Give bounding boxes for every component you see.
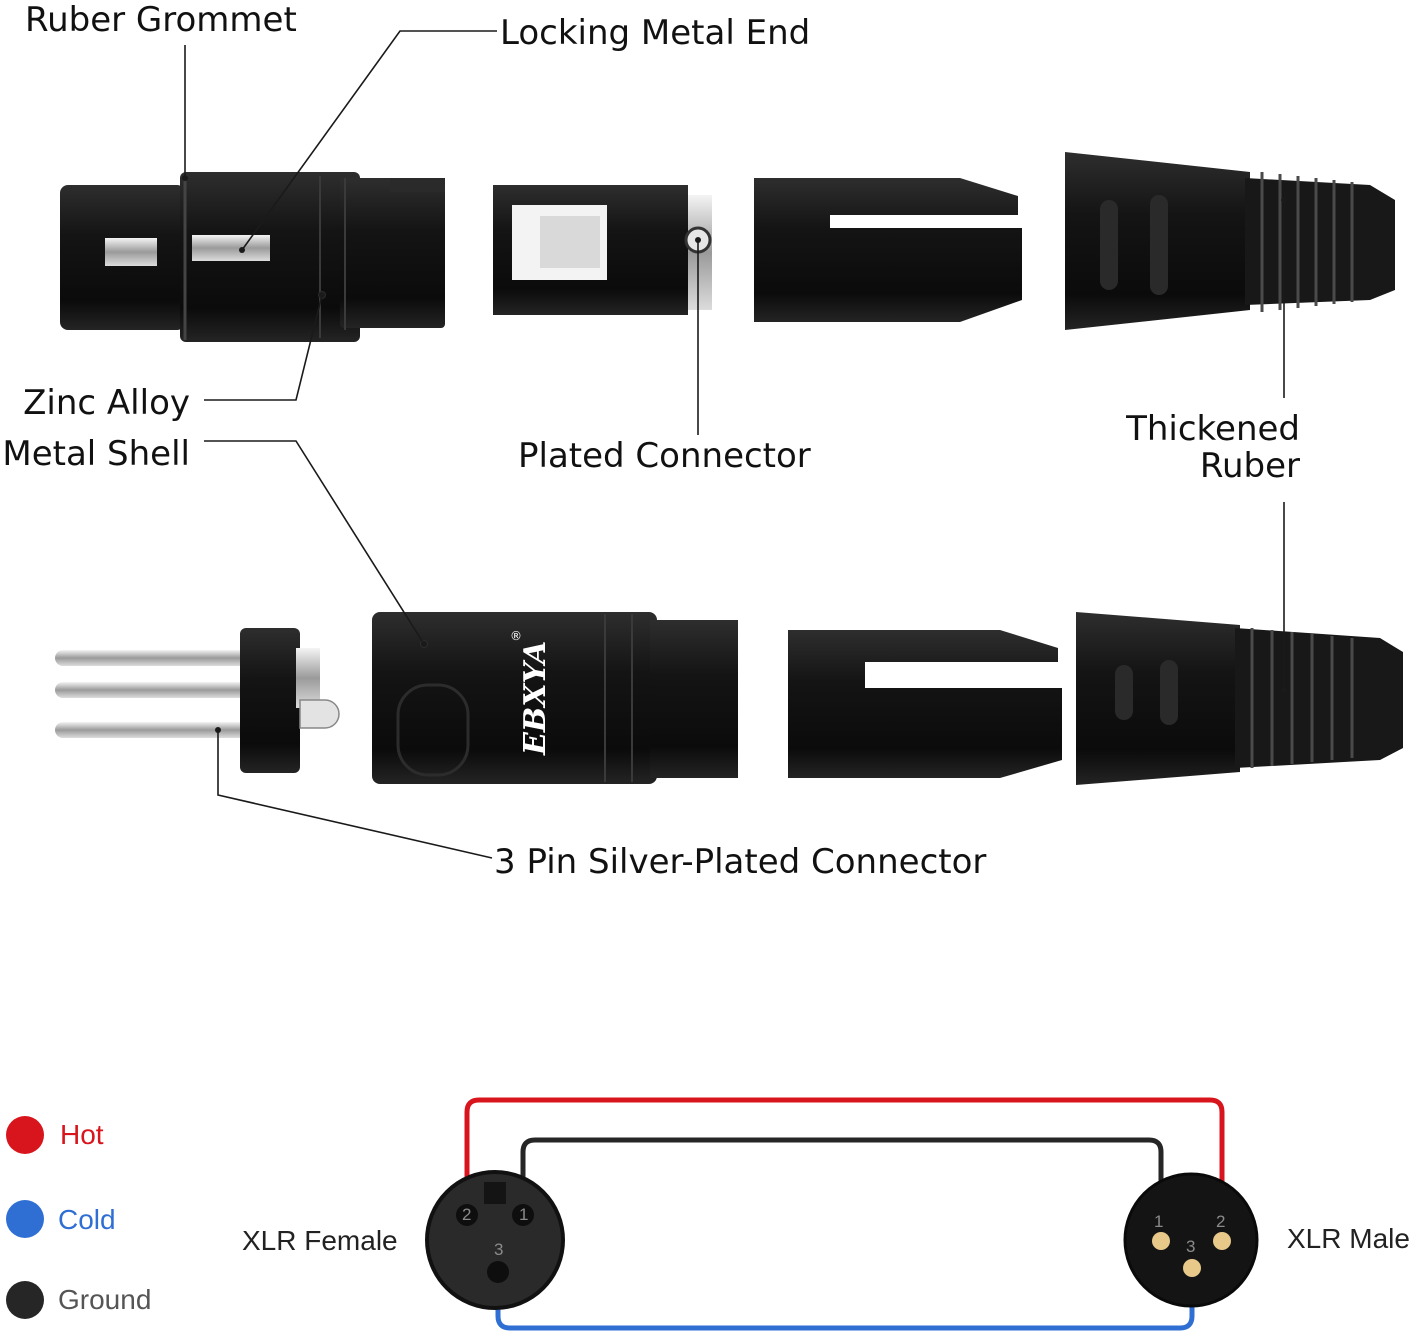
cold-dot-icon	[6, 1200, 44, 1238]
male-pin-2-label: 2	[1216, 1212, 1225, 1231]
male-pins	[55, 628, 340, 773]
xlr-female-socket: 2 1 3	[425, 1170, 565, 1310]
clamp-sleeve-top	[754, 178, 1022, 322]
female-metal-shell	[60, 172, 445, 342]
plated-connector-insert	[493, 185, 712, 315]
legend-label-ground: Ground	[58, 1284, 151, 1315]
brand-logo-text: EBXYA	[518, 641, 553, 756]
legend-label-cold: Cold	[58, 1204, 116, 1235]
male-pin-3-label: 3	[1186, 1237, 1195, 1256]
label-3-pin-connector: 3 Pin Silver-Plated Connector	[494, 842, 986, 882]
legend-item-ground: Ground	[6, 1281, 151, 1319]
ground-wire	[520, 1137, 1164, 1220]
female-pin-3-label: 3	[494, 1240, 503, 1259]
brand-registered-mark: ®	[510, 629, 522, 643]
xlr-male-plug: 1 2 3	[1123, 1172, 1259, 1308]
xlr-male-label: XLR Male	[1287, 1223, 1410, 1254]
label-thickened: Thickened	[1125, 409, 1300, 449]
cold-wire	[495, 1268, 1195, 1331]
legend-item-hot: Hot	[6, 1116, 104, 1154]
label-metal-shell: Metal Shell	[2, 434, 190, 474]
hot-wire	[464, 1097, 1225, 1200]
label-locking-metal-end: Locking Metal End	[500, 13, 810, 53]
label-rubber-grommet: Ruber Grommet	[25, 0, 297, 40]
label-plated-connector: Plated Connector	[518, 436, 811, 476]
leader-lines	[184, 30, 1285, 859]
ground-dot-icon	[6, 1281, 44, 1319]
clamp-sleeve-bottom	[788, 630, 1062, 778]
male-metal-shell: EBXYA ®	[372, 612, 738, 784]
hot-dot-icon	[6, 1116, 44, 1154]
female-pin-2-label: 2	[462, 1205, 471, 1224]
legend-label-hot: Hot	[60, 1119, 104, 1150]
legend-item-cold: Cold	[6, 1200, 116, 1238]
female-pin-1-label: 1	[519, 1205, 528, 1224]
xlr-female-label: XLR Female	[242, 1225, 398, 1256]
label-zinc-alloy: Zinc Alloy	[23, 383, 190, 423]
male-pin-1-label: 1	[1154, 1212, 1163, 1231]
rubber-boot-top	[1065, 152, 1395, 330]
rubber-boot-bottom	[1076, 612, 1403, 785]
label-ruber: Ruber	[1200, 446, 1300, 486]
wire-color-legend: Hot Cold Ground	[6, 1116, 151, 1319]
wiring-diagram: 2 1 3 1 2 3 XLR Female XLR Male	[242, 1097, 1410, 1331]
